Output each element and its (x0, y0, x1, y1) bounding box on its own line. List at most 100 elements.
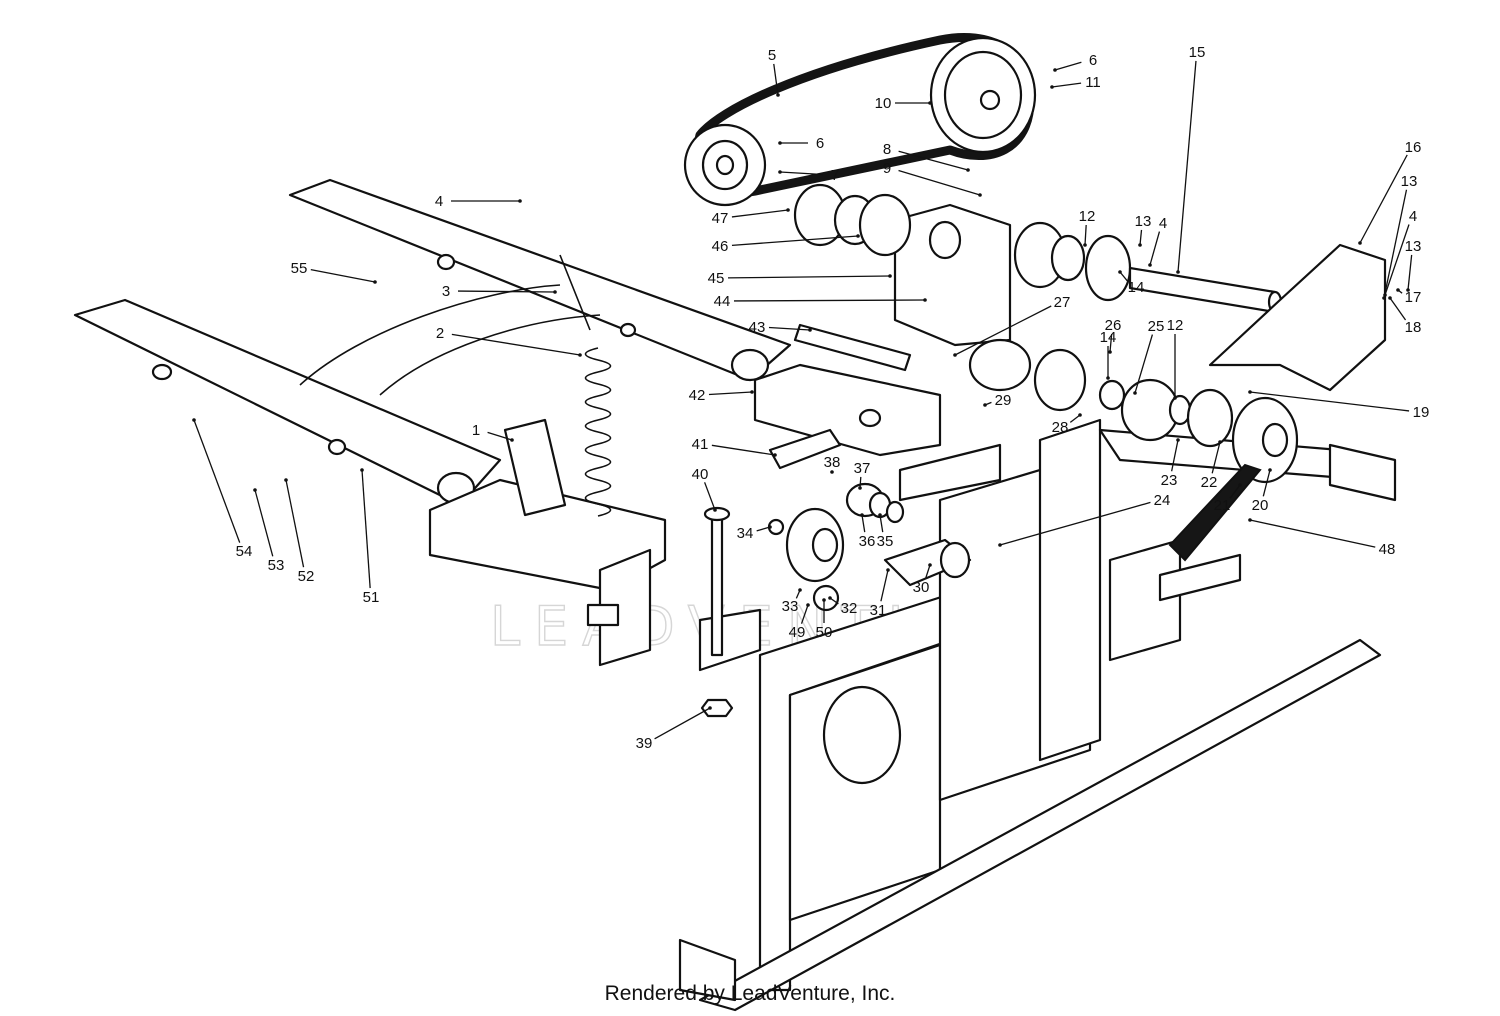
callout-label: 55 (291, 260, 308, 277)
callout-arrowhead (773, 453, 777, 457)
callout-arrowhead (778, 170, 782, 174)
callout-leader (1384, 224, 1410, 296)
callout-8: 8 (883, 141, 970, 172)
callout-arrowhead (1106, 376, 1110, 380)
credit-line: Rendered by LeadVenture, Inc. (604, 982, 896, 1005)
lower-bearing-set (968, 338, 1234, 448)
callout-30: 30 (913, 563, 932, 596)
callout-leader (727, 275, 891, 279)
callout-leader (254, 489, 274, 557)
bolt-40 (700, 506, 734, 718)
callout-leader (1084, 224, 1087, 246)
callout-29: 29 (983, 392, 1011, 409)
callout-leader (1211, 441, 1221, 474)
callout-14: 14 (1118, 270, 1144, 296)
callout-leader (924, 564, 931, 579)
callout-label: 5 (768, 47, 776, 64)
callout-label: 9 (883, 160, 891, 177)
callout-arrowhead (518, 199, 522, 203)
callout-leader (1170, 439, 1179, 472)
callout-2: 2 (436, 325, 582, 357)
callout-arrowhead (1176, 438, 1180, 442)
callout-25: 25 (1133, 318, 1164, 395)
callout-leader (768, 326, 811, 331)
callout-arrowhead (1406, 288, 1410, 292)
idler-pulley-assembly (767, 482, 972, 612)
callout-arrowhead (1388, 296, 1392, 300)
callout-49: 49 (789, 603, 810, 641)
callout-leader (1407, 254, 1413, 291)
callout-label: 12 (1167, 317, 1184, 334)
callout-arrowhead (1382, 296, 1386, 300)
callout-label: 14 (1100, 329, 1117, 346)
callout-arrowhead (1248, 390, 1252, 394)
callout-4: 4 (1148, 215, 1167, 267)
callout-label: 51 (363, 589, 380, 606)
callout-label: 4 (435, 193, 443, 210)
callout-label: 16 (1405, 139, 1422, 156)
callout-arrowhead (983, 403, 987, 407)
callout-label: 20 (1252, 497, 1269, 514)
callout-44: 44 (714, 293, 927, 310)
callout-arrowhead (510, 438, 514, 442)
callout-label: 42 (689, 387, 706, 404)
callout-arrowhead (928, 563, 932, 567)
callout-13: 13 (1382, 173, 1417, 300)
callout-3: 3 (442, 283, 557, 300)
callout-13: 13 (1405, 238, 1422, 292)
callout-arrowhead (1050, 85, 1054, 89)
callout-leader (1249, 519, 1376, 548)
callout-26: 26 (1105, 317, 1121, 354)
callout-arrowhead (253, 488, 257, 492)
callout-33: 33 (782, 588, 802, 615)
callout-label: 54 (236, 543, 253, 560)
callout-leader (1229, 484, 1241, 499)
callout-40: 40 (692, 466, 717, 512)
callout-leader (954, 305, 1052, 356)
callout-arrowhead (923, 298, 927, 302)
callout-arrowhead (1248, 518, 1252, 522)
callout-47: 47 (712, 208, 790, 227)
callout-label: 45 (708, 270, 725, 287)
callout-leader (733, 299, 926, 302)
callout-label: 47 (712, 210, 729, 227)
callout-36: 36 (859, 513, 875, 550)
callout-label: 6 (1089, 52, 1097, 69)
callout-leader (1069, 414, 1081, 423)
callout-label: 17 (1405, 289, 1422, 306)
callout-arrowhead (1053, 68, 1057, 72)
callout-35: 35 (877, 513, 893, 550)
callout-6: 6 (778, 135, 824, 152)
callout-arrowhead (578, 353, 582, 357)
callout-leader (859, 476, 862, 489)
callout-arrowhead (786, 208, 790, 212)
callout-leader (1359, 154, 1408, 244)
callout-leader (1139, 229, 1143, 246)
callout-10: 10 (875, 95, 932, 112)
callout-24: 24 (998, 492, 1170, 547)
callout-42: 42 (689, 387, 754, 404)
callout-label: 11 (1085, 74, 1101, 91)
callout-22: 22 (1201, 440, 1222, 491)
shaft-guard (1208, 243, 1387, 392)
callout-arrowhead (1083, 243, 1087, 247)
callout-leader (1249, 391, 1410, 412)
callout-19: 19 (1248, 390, 1429, 421)
callout-leader (1054, 61, 1082, 71)
callout-leader (880, 569, 889, 602)
pivot-bracket (428, 418, 762, 672)
callout-leader (487, 431, 513, 441)
callout-label: 13 (1405, 238, 1422, 255)
callout-label: 4 (1159, 215, 1167, 232)
callout-arrowhead (1138, 243, 1142, 247)
callout-leader (800, 604, 809, 624)
callout-label: 4 (1409, 208, 1417, 225)
callout-label: 32 (841, 600, 858, 617)
callout-52: 52 (284, 478, 314, 585)
small-pulley (683, 123, 767, 207)
callout-label: 38 (824, 454, 841, 471)
callout-leader (779, 171, 824, 176)
callout-55: 55 (291, 260, 377, 284)
callout-leader (361, 469, 371, 589)
callout-leader (711, 444, 776, 456)
